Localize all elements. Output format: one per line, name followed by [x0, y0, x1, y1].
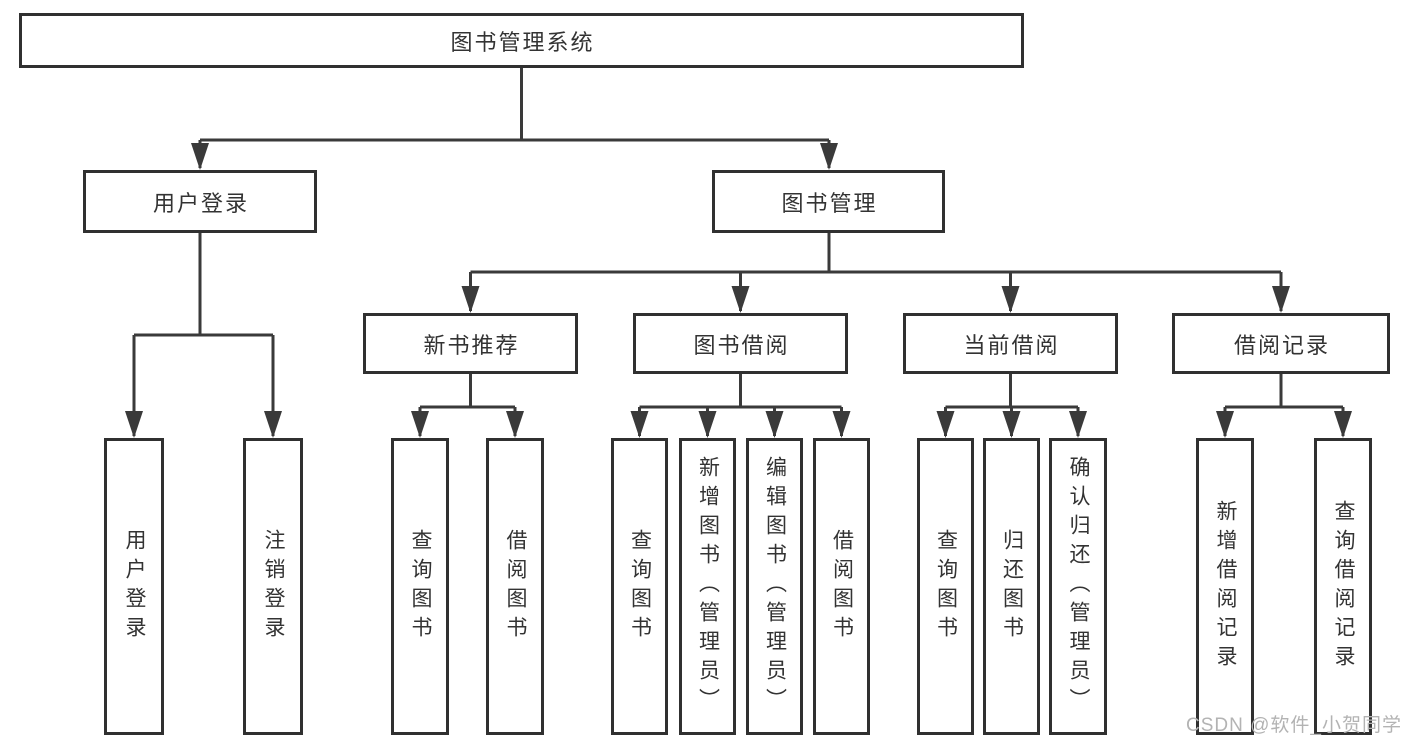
node-current-borrow: 当前借阅 — [903, 313, 1118, 374]
node-book-management-label: 图书管理 — [781, 190, 878, 216]
leaf-query-books-3: 查询图书 — [917, 438, 974, 735]
node-root: 图书管理系统 — [19, 13, 1024, 68]
leaf-query-books-2: 查询图书 — [611, 438, 668, 735]
node-borrow-records-label: 借阅记录 — [1233, 332, 1330, 358]
leaf-borrow-books-1-label: 借阅图书 — [504, 528, 527, 645]
leaf-logout-label: 注销登录 — [262, 528, 285, 645]
leaf-borrow-books-2: 借阅图书 — [813, 438, 870, 735]
leaf-return-book-label: 归还图书 — [1000, 528, 1024, 645]
leaf-edit-book-admin-label: 编辑图书（管理员） — [763, 456, 787, 717]
leaf-query-borrow-record-label: 查询借阅记录 — [1332, 499, 1355, 674]
leaf-borrow-books-2-label: 借阅图书 — [830, 528, 854, 645]
leaf-add-borrow-record-label: 新增借阅记录 — [1214, 499, 1237, 674]
node-new-book-recommend: 新书推荐 — [363, 313, 578, 374]
leaf-query-borrow-record: 查询借阅记录 — [1314, 438, 1372, 735]
node-new-book-recommend-label: 新书推荐 — [423, 332, 520, 358]
leaf-confirm-return-admin-label: 确认归还（管理员） — [1067, 456, 1090, 717]
leaf-logout: 注销登录 — [243, 438, 303, 735]
node-book-borrow: 图书借阅 — [633, 313, 848, 374]
leaf-borrow-books-1: 借阅图书 — [486, 438, 544, 735]
leaf-add-book-admin: 新增图书（管理员） — [679, 438, 736, 735]
leaf-edit-book-admin: 编辑图书（管理员） — [746, 438, 803, 735]
node-current-borrow-label: 当前借阅 — [963, 332, 1060, 358]
connector-strokes — [132, 68, 1345, 436]
leaf-query-books-3-label: 查询图书 — [934, 528, 958, 645]
leaf-return-book: 归还图书 — [983, 438, 1040, 735]
leaf-add-book-admin-label: 新增图书（管理员） — [696, 456, 720, 717]
leaf-add-borrow-record: 新增借阅记录 — [1196, 438, 1254, 735]
arrowheads — [125, 143, 1352, 438]
leaf-confirm-return-admin: 确认归还（管理员） — [1049, 438, 1107, 735]
node-book-management: 图书管理 — [712, 170, 945, 233]
node-user-login: 用户登录 — [83, 170, 317, 233]
csdn-watermark: CSDN @软件_小贺同学 — [1186, 715, 1402, 736]
node-borrow-records: 借阅记录 — [1172, 313, 1390, 374]
leaf-user-login-label: 用户登录 — [123, 528, 146, 645]
leaf-query-books-2-label: 查询图书 — [628, 528, 652, 645]
node-user-login-label: 用户登录 — [152, 190, 249, 216]
leaf-user-login: 用户登录 — [104, 438, 164, 735]
node-book-borrow-label: 图书借阅 — [693, 332, 790, 358]
leaf-query-books-1-label: 查询图书 — [409, 528, 432, 645]
node-root-label: 图书管理系统 — [450, 29, 595, 55]
leaf-query-books-1: 查询图书 — [391, 438, 449, 735]
